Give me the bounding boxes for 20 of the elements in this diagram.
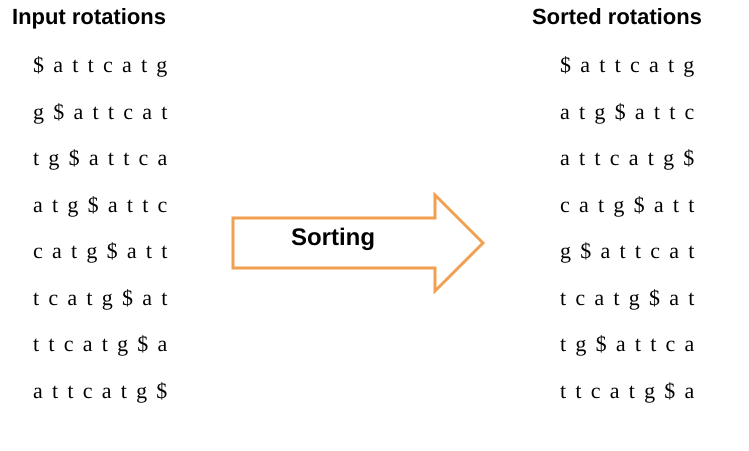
rotation-string: catg$att (33, 240, 177, 262)
rotation-string: atg$attc (560, 100, 704, 123)
rotation-string: $attcatg (33, 54, 177, 76)
rotation-string: ttcatg$a (560, 380, 704, 402)
rotation-string: tg$attca (560, 333, 704, 356)
rotation-string: tg$attca (33, 147, 177, 170)
rotation-string: tcatg$at (33, 286, 177, 309)
rotation-string: g$attcat (33, 100, 177, 123)
rotation-string: tcatg$at (560, 286, 704, 309)
block-arrow (232, 191, 486, 295)
rotation-string: $attcatg (560, 54, 704, 76)
rotation-string: attcatg$ (560, 147, 704, 170)
rotation-string: atg$attc (33, 194, 177, 216)
column-title: Sorted rotations (532, 4, 702, 29)
rotation-string: ttcatg$a (33, 333, 177, 356)
rotation-string: catg$att (560, 194, 704, 216)
rotation-string: g$attcat (560, 240, 704, 262)
edge-label: Sorting (291, 226, 375, 250)
column-title: Input rotations (12, 4, 166, 29)
rotation-string: attcatg$ (33, 380, 177, 402)
